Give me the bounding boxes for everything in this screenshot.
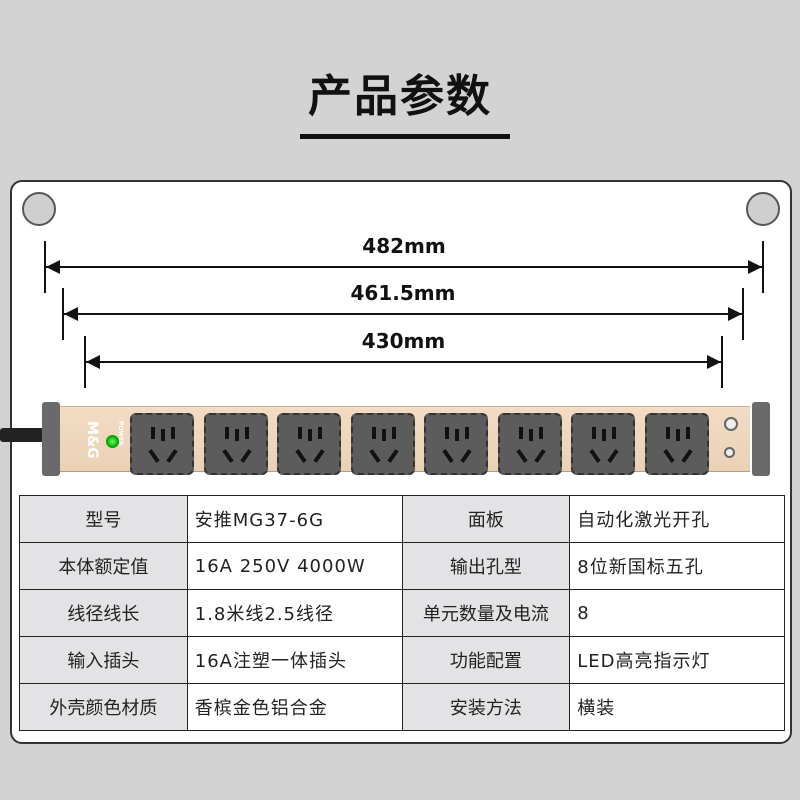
power-cord xyxy=(0,428,44,442)
spec-label: 安装方法 xyxy=(401,683,571,731)
spec-value: 安推MG37-6G xyxy=(186,495,403,543)
strip-body: M&G POWER xyxy=(60,406,750,475)
outlet-socket xyxy=(350,413,415,475)
spec-value: 8位新国标五孔 xyxy=(569,542,785,590)
spec-value: 香槟金色铝合金 xyxy=(186,683,403,731)
spec-value: 1.8米线2.5线径 xyxy=(186,589,403,637)
outlet-socket xyxy=(497,413,562,475)
dimension-label: 430mm xyxy=(361,329,446,353)
power-led-icon xyxy=(106,435,119,448)
dimension-461: 461.5mm xyxy=(62,281,744,340)
dimension-482: 482mm xyxy=(44,234,764,293)
spec-label: 线径线长 xyxy=(19,589,188,637)
spec-label: 型号 xyxy=(19,495,188,543)
outlet-socket xyxy=(424,413,488,475)
ground-icon xyxy=(724,417,738,431)
spec-label: 面板 xyxy=(401,495,571,543)
outlet-socket xyxy=(644,413,709,475)
spec-label: 输出孔型 xyxy=(401,542,571,590)
dimension-label: 482mm xyxy=(362,234,446,258)
outlet-socket xyxy=(571,413,635,475)
spec-value: 自动化激光开孔 xyxy=(569,495,785,543)
power-indicator-label: POWER xyxy=(117,421,124,446)
mounting-hole-right xyxy=(746,192,780,226)
spec-value: 8 xyxy=(569,589,785,637)
mounting-hole-left xyxy=(22,192,56,226)
end-cap-right xyxy=(752,402,770,476)
end-cap-left xyxy=(42,402,60,476)
screw-icon xyxy=(724,447,735,458)
page-title: 产品参数 xyxy=(308,71,492,122)
dimension-430: 430mm xyxy=(84,329,723,388)
outlet-socket xyxy=(130,413,194,475)
spec-value: 16A 250V 4000W xyxy=(186,542,403,590)
spec-label: 单元数量及电流 xyxy=(401,589,571,637)
spec-value: LED高亮指示灯 xyxy=(569,636,785,684)
dimension-label: 461.5mm xyxy=(350,281,456,305)
power-strip-image: M&G POWER xyxy=(42,402,770,476)
spec-value: 16A注塑一体插头 xyxy=(186,636,403,684)
spec-label: 功能配置 xyxy=(401,636,571,684)
spec-row: 外壳颜色材质香槟金色铝合金安装方法横装 xyxy=(19,683,785,731)
title-underline xyxy=(300,134,510,139)
spec-label: 外壳颜色材质 xyxy=(19,683,188,731)
outlet-socket xyxy=(277,413,341,475)
spec-label: 输入插头 xyxy=(19,636,188,684)
outlet-socket xyxy=(203,413,268,475)
spec-label: 本体额定值 xyxy=(19,542,188,590)
spec-value: 横装 xyxy=(569,683,785,731)
brand-logo: M&G xyxy=(84,421,100,459)
